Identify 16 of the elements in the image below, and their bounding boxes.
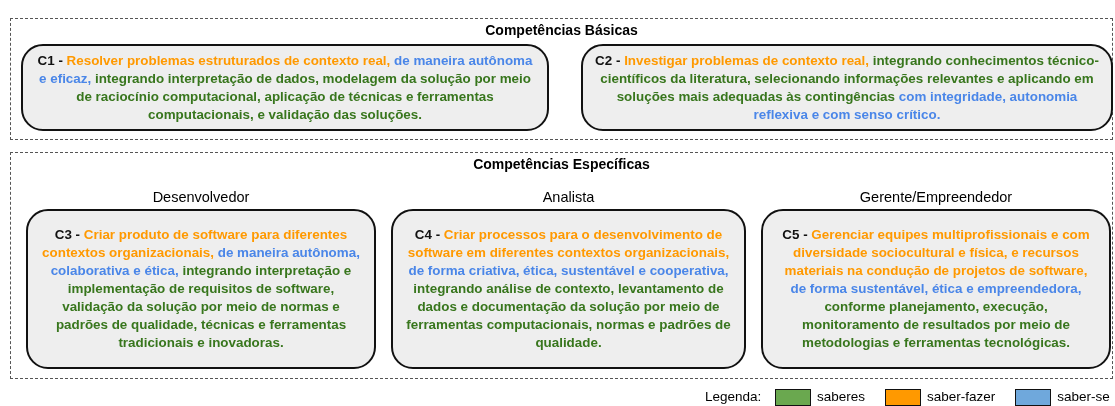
competency-text: C3 - Criar produto de software para diferentes contextos organizacionais, de maneira autônoma, colaborativa e ética, integrando interpretação e implementação de requisitos de software, validação da solução por meio de normas e padrões de qualidade, técnicas e ferramentas tradicionais e inovadoras. [41,226,361,352]
role-heading: Analista [541,189,596,205]
competency-text: C2 - Investigar problemas de contexto real, integrando conhecimentos técnico-científicos da literatura, selecionando informações relevantes e aplicando em soluções mais adequadas às contingências com integridade, autonomia reflexiva e com senso crítico. [595,51,1099,124]
competency-text: C4 - Criar processos para o desenvolvimento de software em diferentes contextos organizacionais, de forma criativa, ética, sustentável e cooperativa, integrando análise de contexto, levantamento de dados e documentação da solução por meio de ferramentas computacionais, normas e padrões de qualidade. [405,226,732,352]
legend-text: saber-se [1057,389,1110,406]
legend-text: saber-fazer [927,389,996,406]
dashed-group-frame [10,18,1113,140]
role-heading: Gerente/Empreendedor [858,189,1014,205]
group-title: Competências Específicas [472,156,651,172]
dashed-group-frame [10,152,1113,379]
role-heading: Desenvolvedor [151,189,251,205]
legend-text: saberes [817,389,866,406]
competency-text: C1 - Resolver problemas estruturados de contexto real, de maneira autônoma e eficaz, integrando interpretação de dados, modelagem da solução por meio de raciocínio computacional, aplicação de técnicas e ferramentas computacionais, e validação das soluções. [36,51,534,124]
legend-title: Legenda: [705,389,762,406]
competency-text: C5 - Gerenciar equipes multiprofissionais e com diversidade sociocultural e física, e recursos materiais na condução de projetos de software, de forma sustentável, ética e empreendedora, conforme planejamento, execução, monitoramento de resultados por meio de metodologias e ferramentas tecnológicas. [781,226,1091,352]
group-title: Competências Básicas [484,22,639,38]
